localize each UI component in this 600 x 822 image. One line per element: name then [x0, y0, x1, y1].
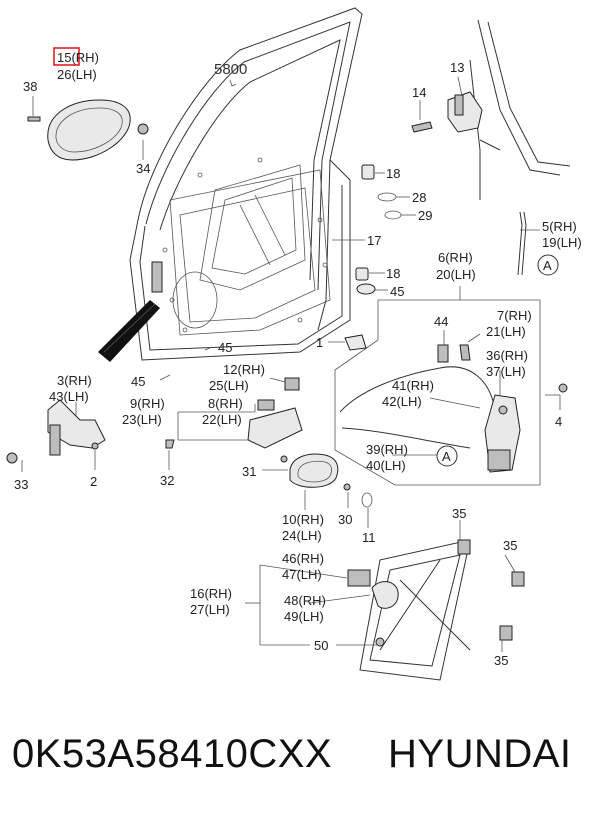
label-10: 10(RH) — [282, 512, 324, 527]
label-8: 8(RH) — [208, 396, 243, 411]
label-31: 31 — [242, 464, 256, 479]
footer: 0K53A58410CXX HYUNDAI — [0, 732, 600, 792]
label-50: 50 — [314, 638, 328, 653]
label-5: 5(RH) — [542, 219, 577, 234]
highlight-box — [53, 47, 80, 66]
label-16: 16(RH) — [190, 586, 232, 601]
door-checker — [6, 399, 106, 464]
label-36: 36(RH) — [486, 348, 528, 363]
hinge-assembly — [411, 91, 483, 133]
label-35-right: 35 — [503, 538, 517, 553]
label-9: 9(RH) — [130, 396, 165, 411]
inner-handle — [165, 377, 303, 449]
label-7: 7(RH) — [497, 308, 532, 323]
label-26: 26(LH) — [57, 67, 97, 82]
label-29: 29 — [418, 208, 432, 223]
label-23: 23(LH) — [122, 412, 162, 427]
label-13: 13 — [450, 60, 464, 75]
label-21: 21(LH) — [486, 324, 526, 339]
handle-bezel — [280, 453, 373, 508]
door-panel-drawing — [98, 7, 571, 362]
callout-labels: 15(RH) 26(LH) 38 34 5800 13 14 18 28 29 … — [14, 47, 582, 668]
label-3: 3(RH) — [57, 373, 92, 388]
label-47: 47(LH) — [282, 567, 322, 582]
door-rod — [517, 211, 527, 276]
label-27: 27(LH) — [190, 602, 230, 617]
label-24: 24(LH) — [282, 528, 322, 543]
label-45-left: 45 — [131, 374, 145, 389]
label-33: 33 — [14, 477, 28, 492]
label-49: 49(LH) — [284, 609, 324, 624]
label-45-right: 45 — [390, 284, 404, 299]
label-34: 34 — [136, 161, 150, 176]
label-6: 6(RH) — [438, 250, 473, 265]
label-46: 46(RH) — [282, 551, 324, 566]
label-44: 44 — [434, 314, 448, 329]
label-43: 43(LH) — [49, 389, 89, 404]
label-42: 42(LH) — [382, 394, 422, 409]
leader-lines — [21, 76, 561, 652]
label-2: 2 — [90, 474, 97, 489]
label-20: 20(LH) — [436, 267, 476, 282]
ref-a-top: A — [543, 258, 552, 273]
bracket-1 — [344, 334, 367, 351]
label-15: 15(RH) — [57, 50, 99, 65]
label-45-center: 45 — [218, 340, 232, 355]
label-41: 41(RH) — [392, 378, 434, 393]
label-37: 37(LH) — [486, 364, 526, 379]
label-32: 32 — [160, 473, 174, 488]
label-5800: 5800 — [214, 61, 247, 78]
label-38: 38 — [23, 79, 37, 94]
label-28: 28 — [412, 190, 426, 205]
label-25: 25(LH) — [209, 378, 249, 393]
label-17: 17 — [367, 233, 381, 248]
label-11: 11 — [362, 530, 376, 545]
brand-name: HYUNDAI — [388, 732, 572, 776]
label-39: 39(RH) — [366, 442, 408, 457]
label-48: 48(RH) — [284, 593, 326, 608]
label-18-bottom: 18 — [386, 266, 400, 281]
label-30: 30 — [338, 512, 352, 527]
ref-a-bottom: A — [442, 449, 451, 464]
reference-markers — [436, 254, 559, 467]
label-18-top: 18 — [386, 166, 400, 181]
label-12: 12(RH) — [223, 362, 265, 377]
label-1: 1 — [316, 335, 323, 350]
label-35-bottom: 35 — [494, 653, 508, 668]
clips — [355, 164, 402, 295]
window-regulator — [347, 539, 525, 681]
outer-handle-cover — [27, 99, 149, 161]
label-4: 4 — [555, 414, 562, 429]
latch-box — [334, 299, 568, 486]
label-40: 40(LH) — [366, 458, 406, 473]
label-19: 19(LH) — [542, 235, 582, 250]
label-22: 22(LH) — [202, 412, 242, 427]
part-number: 0K53A58410CXX — [12, 732, 333, 776]
label-14: 14 — [412, 85, 426, 100]
label-35-top: 35 — [452, 506, 466, 521]
